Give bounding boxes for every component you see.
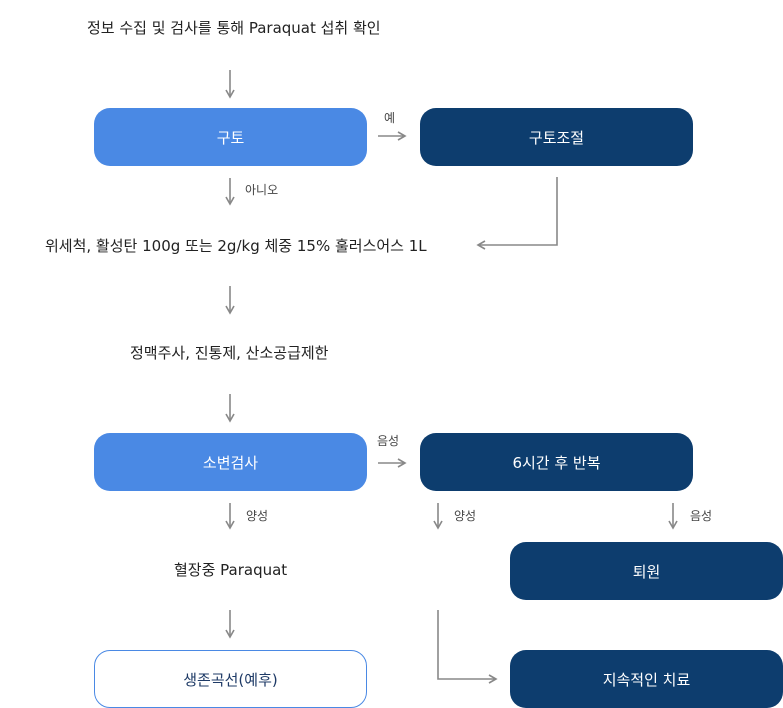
urine-positive-label: 양성 (246, 509, 269, 523)
wash-text: 위세척, 활성탄 100g 또는 2g/kg 체중 15% 훌러스어스 1L (45, 237, 427, 255)
iv-text: 정맥주사, 진통제, 산소공급제한 (130, 344, 329, 362)
repeat-negative-label: 음성 (690, 509, 713, 523)
no-label: 아니오 (245, 183, 279, 197)
yes-label: 예 (384, 111, 396, 125)
repeat-positive-label: 양성 (454, 509, 477, 523)
plasma-text: 혈장중 Paraquat (174, 561, 288, 579)
repeat-box: 6시간 후 반복 (420, 433, 693, 491)
vomit-box: 구토 (94, 108, 367, 166)
continuous-box: 지속적인 치료 (510, 650, 783, 708)
discharge-box: 퇴원 (510, 542, 783, 600)
arrow-control-to-wash (476, 177, 558, 250)
intro-text: 정보 수집 및 검사를 통해 Paraquat 섭취 확인 (87, 19, 381, 37)
survival-box: 생존곡선(예후) (94, 650, 367, 708)
vomit-control-box: 구토조절 (420, 108, 693, 166)
urine-test-box: 소변검사 (94, 433, 367, 491)
arrow-to-continuous (437, 610, 498, 684)
urine-negative-label: 음성 (377, 434, 400, 448)
